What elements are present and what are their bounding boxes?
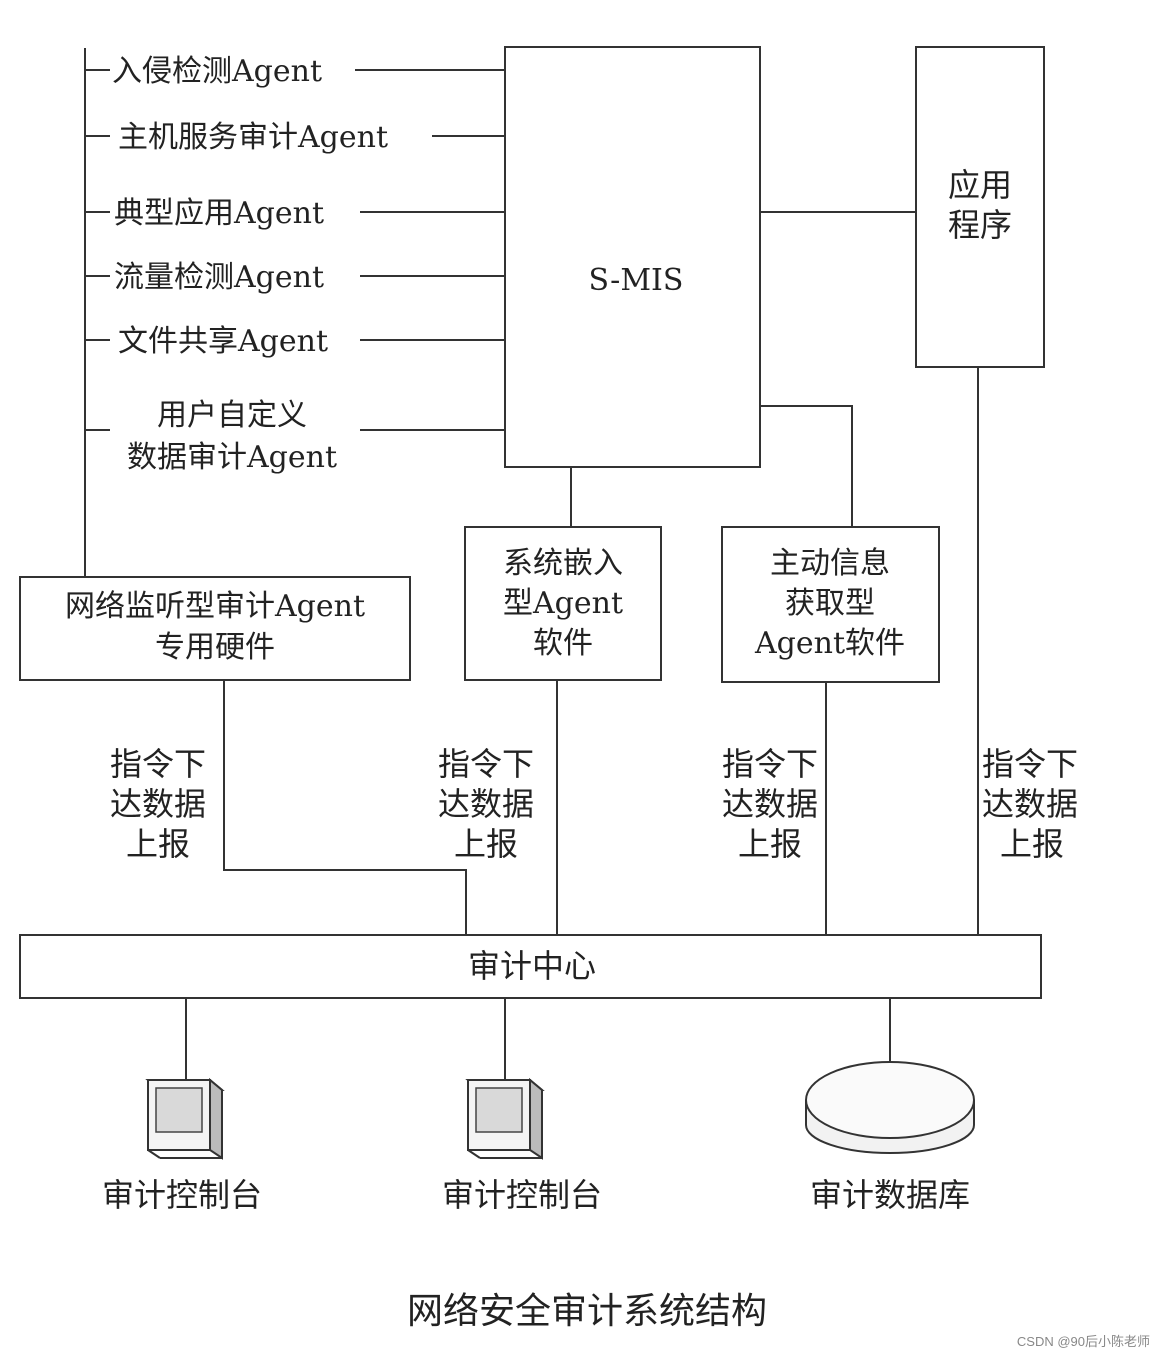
smis-active-connector <box>760 405 853 527</box>
svg-text:指令下: 指令下 <box>110 745 206 783</box>
smis-box <box>504 46 761 468</box>
network-monitor-label-line1: 网络监听型审计Agent <box>65 589 365 624</box>
active-info-label-line3: Agent软件 <box>754 626 905 661</box>
svg-text:达数据: 达数据 <box>982 785 1078 823</box>
agent-typical-application: 典型应用Agent <box>114 196 324 231</box>
watermark: CSDN @90后小陈老师 <box>1017 1334 1150 1349</box>
svg-text:指令下: 指令下 <box>438 745 534 783</box>
audit-center-box <box>19 934 1042 999</box>
svg-text:指令下: 指令下 <box>722 745 818 783</box>
svg-text:指令下: 指令下 <box>982 745 1078 783</box>
active-info-label-line2: 获取型 <box>785 586 875 621</box>
agent-labels: 入侵检测Agent 主机服务审计Agent 典型应用Agent 流量检测Agen… <box>112 54 388 475</box>
command-label-1: 指令下 达数据 上报 <box>110 745 206 863</box>
computer-icon <box>145 1077 225 1160</box>
svg-text:达数据: 达数据 <box>110 785 206 823</box>
agent-user-defined-line2: 数据审计Agent <box>127 440 337 475</box>
agent-user-defined-line1: 用户自定义 <box>157 398 307 433</box>
embedded-agent-box <box>464 526 662 681</box>
command-label-3: 指令下 达数据 上报 <box>722 745 818 863</box>
database-label: 审计数据库 <box>810 1176 970 1214</box>
console-label-1: 审计控制台 <box>102 1176 262 1214</box>
svg-text:达数据: 达数据 <box>438 785 534 823</box>
network-monitor-label-line2: 专用硬件 <box>155 630 275 665</box>
computer-icon <box>465 1077 545 1160</box>
application-label-line2: 程序 <box>948 206 1012 244</box>
agent-traffic-detection: 流量检测Agent <box>114 260 324 295</box>
agent-connectors <box>355 69 505 431</box>
application-box <box>915 46 1045 368</box>
audit-center-label: 审计中心 <box>468 947 596 985</box>
agent-host-service-audit: 主机服务审计Agent <box>118 120 388 155</box>
svg-text:上报: 上报 <box>126 825 190 863</box>
application-label-line1: 应用 <box>948 166 1012 204</box>
svg-text:上报: 上报 <box>1000 825 1064 863</box>
svg-text:上报: 上报 <box>738 825 802 863</box>
active-info-agent-box <box>721 526 940 683</box>
command-label-4: 指令下 达数据 上报 <box>982 745 1078 863</box>
svg-text:上报: 上报 <box>454 825 518 863</box>
console-label-2: 审计控制台 <box>442 1176 602 1214</box>
command-label-2: 指令下 达数据 上报 <box>438 745 534 863</box>
embedded-agent-label-line3: 软件 <box>533 626 593 661</box>
diagram-caption: 网络安全审计系统结构 <box>407 1291 767 1332</box>
active-info-label-line1: 主动信息 <box>770 546 890 581</box>
embedded-agent-label-line1: 系统嵌入 <box>503 546 623 581</box>
agent-file-sharing: 文件共享Agent <box>118 324 328 359</box>
network-monitor-box <box>19 576 411 681</box>
embedded-agent-label-line2: 型Agent <box>503 586 623 621</box>
database-icon <box>805 1061 975 1154</box>
smis-label: S-MIS <box>589 263 684 298</box>
svg-text:达数据: 达数据 <box>722 785 818 823</box>
report-lines <box>223 367 979 935</box>
agent-intrusion-detection: 入侵检测Agent <box>112 54 322 89</box>
agent-bus <box>84 48 110 577</box>
